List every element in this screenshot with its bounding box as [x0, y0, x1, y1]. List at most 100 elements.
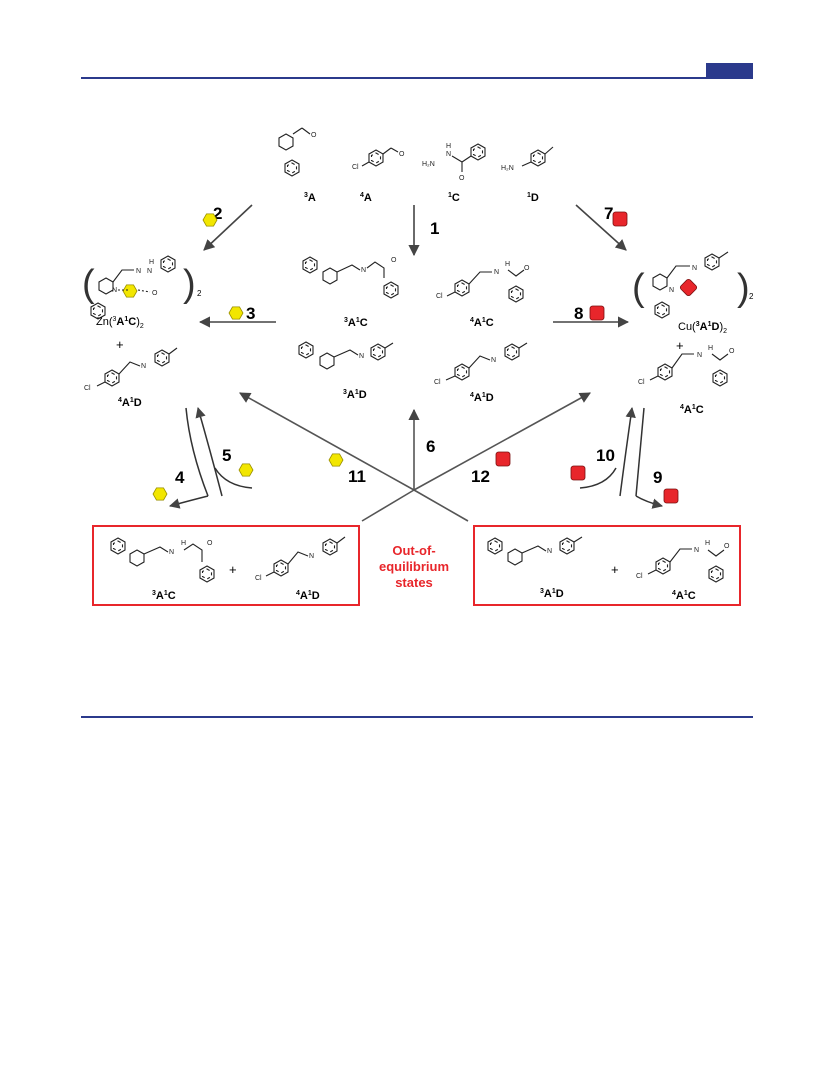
svg-text:O: O	[391, 257, 397, 264]
compound-3A1D-center: N 3A1D	[298, 341, 394, 401]
plus-box-left: +	[229, 562, 237, 577]
arrow-step-11	[239, 392, 415, 491]
step-label-10: 10	[596, 446, 615, 465]
svg-text:4A1D: 4A1D	[296, 590, 320, 602]
red-rounded-square-icon	[679, 278, 698, 297]
compound-3A1C-center: N O 3A1C	[302, 256, 399, 329]
svg-text:Cl: Cl	[255, 575, 262, 582]
step-label-6: 6	[426, 437, 435, 456]
red-rounded-square-icon	[612, 211, 628, 227]
svg-text:N: N	[112, 287, 117, 294]
svg-text:4A1C: 4A1C	[470, 317, 494, 329]
svg-text:N: N	[669, 287, 674, 294]
svg-text:N: N	[141, 363, 146, 370]
line-left-box	[361, 489, 415, 522]
red-rounded-square-icon	[663, 488, 679, 504]
zinc-icons	[122, 213, 344, 501]
svg-text:N: N	[169, 549, 174, 556]
svg-text:N: N	[491, 357, 496, 364]
compound-4A1C-center: Cl N H O 4A1C	[436, 261, 530, 329]
plus-right: +	[676, 338, 684, 353]
arrow-step-5-tail	[214, 467, 253, 489]
svg-text:O: O	[729, 348, 735, 355]
svg-text:H₂N: H₂N	[422, 161, 435, 168]
zn-complex: ( ) 2 N N H O N Zn(3A1C)2	[82, 255, 202, 330]
svg-text:Cl: Cl	[352, 164, 359, 171]
arrow-step-12	[413, 392, 591, 491]
compound-3A1D-box: N 3A1D	[487, 536, 583, 600]
caption-rule	[81, 716, 753, 718]
svg-text:Cl: Cl	[436, 293, 443, 300]
cu-complex: ( ) 2 N N Cu(3A1D)2	[632, 251, 754, 335]
compound-3A: O 3A	[278, 127, 317, 204]
svg-text:N: N	[147, 268, 152, 275]
yellow-hexagon-icon	[238, 463, 254, 477]
svg-text:(: (	[632, 267, 645, 309]
arrow-step-9-main	[635, 407, 645, 497]
svg-text:Cl: Cl	[636, 573, 643, 580]
step-label-9: 9	[653, 468, 662, 487]
svg-text:Cl: Cl	[434, 379, 441, 386]
copper-icons	[495, 211, 698, 504]
svg-text:Zn(3A1C)2: Zn(3A1C)2	[96, 316, 144, 330]
step-label-12: 12	[471, 467, 490, 486]
svg-text:4A1C: 4A1C	[680, 404, 704, 416]
compound-4A1D-center: Cl N 4A1D	[434, 342, 528, 404]
plus-box-right: +	[611, 562, 619, 577]
svg-text:O: O	[524, 265, 530, 272]
yellow-hexagon-icon	[152, 487, 168, 501]
page-number-tab	[706, 63, 753, 78]
out-of-equilibrium-label: Out-of- equilibrium states	[379, 543, 449, 590]
svg-text:4A1C: 4A1C	[672, 590, 696, 602]
compound-3A1C-box: N H O 3A1C	[110, 537, 215, 602]
arrow-step-4	[168, 495, 209, 509]
step-label-5: 5	[222, 446, 231, 465]
svg-text:3A1D: 3A1D	[540, 588, 564, 600]
svg-text:3A1C: 3A1C	[344, 317, 368, 329]
left-out-of-equilibrium-box	[92, 525, 360, 606]
plus-left: +	[116, 337, 124, 352]
compound-1C: O H N H₂N 1C	[422, 143, 486, 204]
svg-text:N: N	[692, 265, 697, 272]
yellow-hexagon-icon	[122, 284, 138, 298]
svg-text:N: N	[361, 267, 366, 274]
step-label-2: 2	[213, 204, 222, 223]
svg-text:H: H	[708, 345, 713, 352]
arrow-step-10	[619, 406, 636, 497]
svg-text:H: H	[149, 259, 154, 266]
svg-text:H: H	[705, 540, 710, 547]
svg-text:3A1C: 3A1C	[152, 590, 176, 602]
svg-text:2: 2	[197, 289, 202, 298]
svg-text:states: states	[395, 575, 433, 590]
compound-4A1D-box: Cl N 4A1D	[255, 536, 346, 602]
svg-text:O: O	[399, 151, 405, 158]
svg-text:3A1D: 3A1D	[343, 389, 367, 401]
svg-text:N: N	[136, 268, 141, 275]
red-rounded-square-icon	[495, 451, 511, 467]
svg-text:N: N	[694, 547, 699, 554]
svg-text:1D: 1D	[527, 192, 539, 204]
svg-text:N: N	[309, 553, 314, 560]
step-label-11: 11	[348, 467, 366, 486]
svg-text:H: H	[181, 540, 186, 547]
svg-text:1C: 1C	[448, 192, 460, 204]
svg-text:3A: 3A	[304, 192, 316, 204]
step-label-7: 7	[604, 204, 613, 223]
svg-text:equilibrium: equilibrium	[379, 559, 449, 574]
atom-o: O	[311, 132, 317, 139]
compound-4A1D-left: Cl N 4A1D	[84, 347, 178, 409]
svg-text:O: O	[152, 290, 158, 297]
yellow-hexagon-icon	[202, 213, 218, 227]
arrow-step-7	[575, 204, 627, 251]
svg-text:N: N	[359, 353, 364, 360]
step-label-3: 3	[246, 304, 255, 323]
svg-text:O: O	[459, 175, 465, 182]
svg-text:N: N	[547, 548, 552, 555]
header-rule	[81, 77, 753, 79]
step-label-1: 1	[430, 219, 439, 238]
arrow-step-9	[635, 495, 664, 509]
red-rounded-square-icon	[589, 305, 605, 321]
svg-text:H: H	[505, 261, 510, 268]
svg-text:4A1D: 4A1D	[118, 397, 142, 409]
